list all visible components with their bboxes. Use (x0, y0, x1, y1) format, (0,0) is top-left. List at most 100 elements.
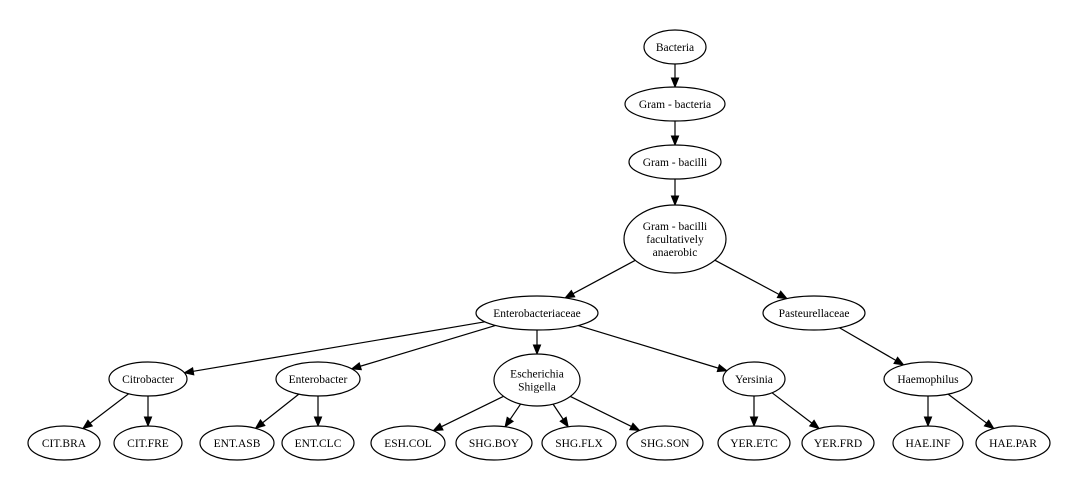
edge-line (839, 327, 897, 361)
edge-gram-bacilli-fa-to-pasteurellaceae (714, 259, 789, 300)
node-ellipse (883, 361, 973, 397)
edge-line (552, 403, 564, 420)
arrowhead (350, 361, 363, 371)
node-label: Escherichia (510, 369, 564, 381)
node-label: Yersinia (735, 374, 773, 386)
edge-line (578, 324, 719, 369)
node-citrobacter: Citrobacter (108, 361, 188, 397)
node-ellipse (722, 361, 786, 397)
arrowhead (559, 416, 569, 428)
node-shg-son: SHG.SON (626, 425, 704, 461)
edge-line (360, 324, 496, 367)
edge-haemophilus-to-hae-par (947, 393, 995, 430)
arrowhead (893, 356, 905, 366)
edge-line (947, 393, 987, 424)
edge-citrobacter-to-cit-fre (143, 396, 153, 428)
arrowhead (670, 135, 680, 147)
node-shg-boy: SHG.BOY (455, 425, 533, 461)
edge-gram-bacteria-to-gram-bacilli (670, 121, 680, 147)
node-label: SHG.SON (641, 438, 691, 450)
node-label: anaerobic (653, 247, 698, 259)
node-ellipse (892, 425, 964, 461)
arrowhead (776, 290, 789, 300)
node-ellipse (628, 144, 722, 180)
edge-enterobacter-to-ent-asb (254, 393, 300, 430)
node-label: Citrobacter (122, 374, 174, 386)
node-label: YER.FRD (814, 438, 862, 450)
node-yersinia: Yersinia (722, 361, 786, 397)
node-ellipse (281, 425, 355, 461)
node-ellipse (801, 425, 875, 461)
edge-escherichia-shigella-to-shg-son (570, 395, 641, 432)
node-enterobacter: Enterobacter (275, 361, 361, 397)
node-ellipse (624, 86, 726, 122)
node-label: facultatively (646, 234, 704, 246)
node-haemophilus: Haemophilus (883, 361, 973, 397)
node-label: CIT.FRE (127, 438, 169, 450)
arrowhead (923, 416, 933, 428)
node-label: YER.ETC (730, 438, 778, 450)
node-cit-bra: CIT.BRA (27, 425, 101, 461)
arrowhead (670, 77, 680, 89)
edge-escherichia-shigella-to-shg-flx (552, 403, 569, 428)
edge-line (262, 393, 300, 424)
node-yer-etc: YER.ETC (717, 425, 791, 461)
edge-line (714, 259, 780, 295)
edge-escherichia-shigella-to-shg-boy (504, 403, 522, 428)
edges-layer (81, 64, 995, 432)
edge-enterobacteriaceae-to-citrobacter (183, 321, 485, 376)
arrowhead (629, 422, 641, 432)
arrowhead (504, 416, 515, 428)
node-label: ENT.CLC (295, 438, 342, 450)
node-label: ESH.COL (384, 438, 432, 450)
node-enterobacteriaceae: Enterobacteriaceae (475, 295, 599, 331)
node-label: Gram - bacteria (639, 99, 711, 111)
edge-enterobacter-to-ent-clc (313, 396, 323, 428)
arrowhead (716, 363, 729, 373)
node-ellipse (541, 425, 617, 461)
arrowhead (313, 416, 323, 428)
node-label: Gram - bacilli (643, 157, 708, 169)
arrowhead (983, 419, 995, 430)
node-label: Pasteurellaceae (779, 308, 850, 320)
node-ellipse (493, 353, 581, 407)
node-ellipse (199, 425, 275, 461)
arrowhead (532, 344, 542, 356)
edge-yersinia-to-yer-etc (749, 396, 759, 428)
arrowhead (183, 366, 195, 376)
edge-enterobacteriaceae-to-escherichia-shigella (532, 330, 542, 356)
node-ellipse (27, 425, 101, 461)
node-esh-col: ESH.COL (370, 425, 446, 461)
edge-pasteurellaceae-to-haemophilus (839, 327, 905, 366)
node-ent-clc: ENT.CLC (281, 425, 355, 461)
node-label: HAE.PAR (989, 438, 1037, 450)
edge-enterobacteriaceae-to-yersinia (578, 324, 729, 373)
edge-gram-bacilli-to-gram-bacilli-fa (670, 179, 680, 207)
edge-line (193, 321, 485, 372)
edge-haemophilus-to-hae-inf (923, 396, 933, 428)
edge-line (89, 393, 129, 424)
node-yer-frd: YER.FRD (801, 425, 875, 461)
edge-citrobacter-to-cit-bra (81, 393, 129, 430)
node-label: Enterobacteriaceae (493, 308, 580, 320)
arrowhead (670, 195, 680, 207)
node-label: SHG.BOY (469, 438, 520, 450)
node-gram-bacteria: Gram - bacteria (624, 86, 726, 122)
arrowhead (143, 416, 153, 428)
edge-line (509, 403, 522, 420)
node-label: HAE.INF (905, 438, 950, 450)
node-label: CIT.BRA (42, 438, 87, 450)
arrowhead (81, 419, 94, 430)
node-label: SHG.FLX (555, 438, 603, 450)
node-label: ENT.ASB (214, 438, 261, 450)
edge-enterobacteriaceae-to-enterobacter (350, 324, 496, 371)
edge-yersinia-to-yer-frd (771, 392, 821, 430)
arrowhead (432, 422, 444, 432)
node-label: Bacteria (656, 42, 694, 54)
edge-line (572, 259, 636, 295)
node-ellipse (643, 29, 707, 65)
